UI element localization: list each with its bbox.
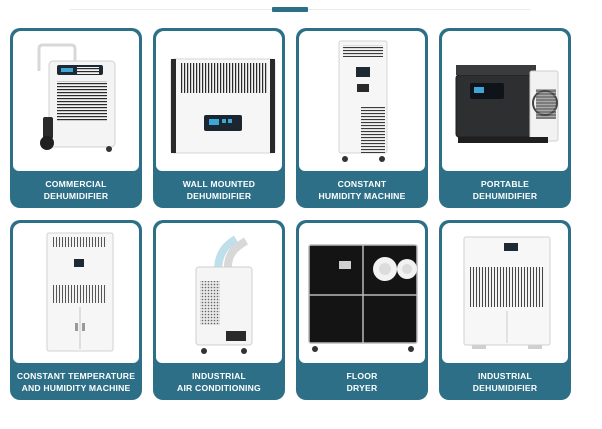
- card-label-line1: INDUSTRIAL: [477, 370, 533, 381]
- industrial-dehumidifier-icon: [442, 223, 568, 363]
- product-card-industrial-air-conditioning[interactable]: INDUSTRIAL AIR CONDITIONING: [153, 220, 285, 400]
- card-label-line2: DEHUMIDIFIER: [186, 190, 252, 201]
- product-card-floor-dryer[interactable]: FLOOR DRYER: [296, 220, 428, 400]
- card-label-line2: DRYER: [346, 382, 378, 393]
- product-card-industrial-dehumidifier[interactable]: INDUSTRIAL DEHUMIDIFIER: [439, 220, 571, 400]
- card-label-line2: HUMIDITY MACHINE: [318, 190, 406, 201]
- card-label-line1: INDUSTRIAL: [191, 370, 247, 381]
- wall-mounted-dehumidifier-icon: [156, 31, 282, 171]
- card-label: CONSTANT HUMIDITY MACHINE: [296, 171, 428, 208]
- constant-temperature-humidity-machine-icon: [13, 223, 139, 363]
- card-label: PORTABLE DEHUMIDIFIER: [439, 171, 571, 208]
- product-card-portable-dehumidifier[interactable]: PORTABLE DEHUMIDIFIER: [439, 28, 571, 208]
- card-label-line2: DEHUMIDIFIER: [472, 382, 538, 393]
- card-label: WALL MOUNTED DEHUMIDIFIER: [153, 171, 285, 208]
- card-label-line1: CONSTANT: [337, 178, 387, 189]
- card-label-line2: AND HUMIDITY MACHINE: [21, 382, 131, 393]
- industrial-air-conditioning-icon: [156, 223, 282, 363]
- commercial-dehumidifier-icon: [13, 31, 139, 171]
- card-label: INDUSTRIAL AIR CONDITIONING: [153, 363, 285, 400]
- floor-dryer-icon: [299, 223, 425, 363]
- card-label: CONSTANT TEMPERATURE AND HUMIDITY MACHIN…: [10, 363, 142, 400]
- card-label-line1: CONSTANT TEMPERATURE: [16, 370, 136, 381]
- card-label-line1: FLOOR: [346, 370, 378, 381]
- card-label: INDUSTRIAL DEHUMIDIFIER: [439, 363, 571, 400]
- card-label-line1: PORTABLE: [480, 178, 530, 189]
- product-card-constant-temperature-humidity-machine[interactable]: CONSTANT TEMPERATURE AND HUMIDITY MACHIN…: [10, 220, 142, 400]
- product-card-commercial-dehumidifier[interactable]: COMMERCIAL DEHUMIDIFIER: [10, 28, 142, 208]
- card-label-line1: COMMERCIAL: [45, 178, 107, 189]
- card-label-line2: DEHUMIDIFIER: [43, 190, 109, 201]
- product-card-constant-humidity-machine[interactable]: CONSTANT HUMIDITY MACHINE: [296, 28, 428, 208]
- card-label: COMMERCIAL DEHUMIDIFIER: [10, 171, 142, 208]
- top-accent-bar: [272, 7, 308, 12]
- card-label-line2: AIR CONDITIONING: [177, 382, 261, 393]
- card-label-line1: WALL MOUNTED: [182, 178, 256, 189]
- product-card-wall-mounted-dehumidifier[interactable]: WALL MOUNTED DEHUMIDIFIER: [153, 28, 285, 208]
- card-label: FLOOR DRYER: [296, 363, 428, 400]
- portable-dehumidifier-icon: [442, 31, 568, 171]
- card-label-line2: DEHUMIDIFIER: [472, 190, 538, 201]
- constant-humidity-machine-icon: [299, 31, 425, 171]
